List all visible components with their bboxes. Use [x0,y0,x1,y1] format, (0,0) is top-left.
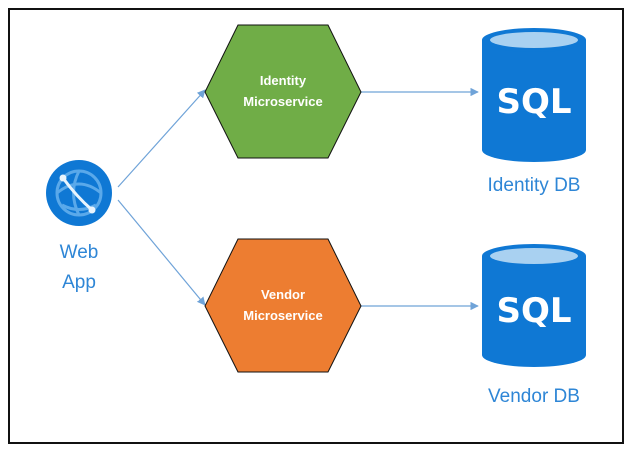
vendor-db-label: Vendor DB [488,386,580,407]
web-app-node[interactable]: Web App [46,160,112,293]
identity-hexagon [204,24,362,159]
connectors [117,87,479,311]
vendor-hexagon [204,238,362,373]
web-app-label-line1: Web [60,242,99,263]
arrow-webapp-to-identity [117,89,206,188]
vendor-microservice-node[interactable]: Vendor Microservice [204,238,362,373]
identity-service-label-line1: Identity [260,73,307,88]
identity-db-sql-badge: SQL [496,82,571,122]
vendor-db-node[interactable]: SQL Vendor DB [482,244,586,407]
vendor-service-label-line2: Microservice [243,308,323,323]
identity-service-label-line2: Microservice [243,94,323,109]
vendor-service-label-line1: Vendor [261,287,305,302]
identity-db-label: Identity DB [488,175,581,196]
vendor-db-sql-badge: SQL [496,291,571,331]
arrow-webapp-to-vendor [117,199,206,306]
web-app-label-line2: App [62,272,96,293]
identity-microservice-node[interactable]: Identity Microservice [204,24,362,159]
globe-icon [46,160,112,226]
sql-database-icon [482,244,586,367]
identity-db-node[interactable]: SQL Identity DB [482,28,586,196]
sql-database-icon [482,28,586,162]
